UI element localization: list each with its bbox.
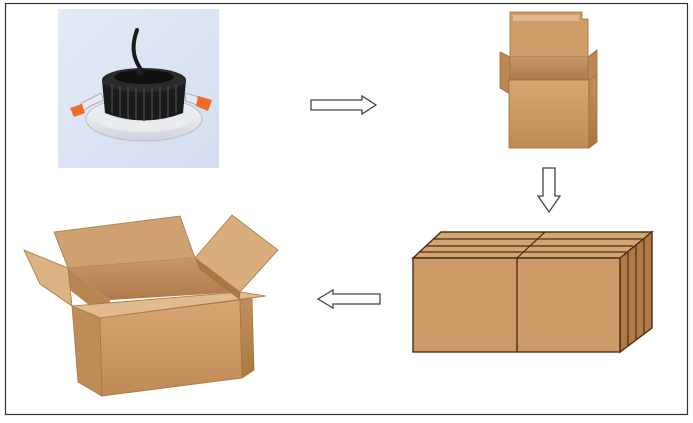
packed-box-group-icon	[413, 232, 652, 352]
box-group-top	[413, 232, 652, 258]
carton-side	[240, 298, 254, 378]
inner-box-front	[509, 80, 589, 148]
downlight-product-icon	[58, 9, 219, 168]
inner-box-left-flap	[500, 52, 510, 94]
open-inner-box-icon	[500, 12, 597, 148]
